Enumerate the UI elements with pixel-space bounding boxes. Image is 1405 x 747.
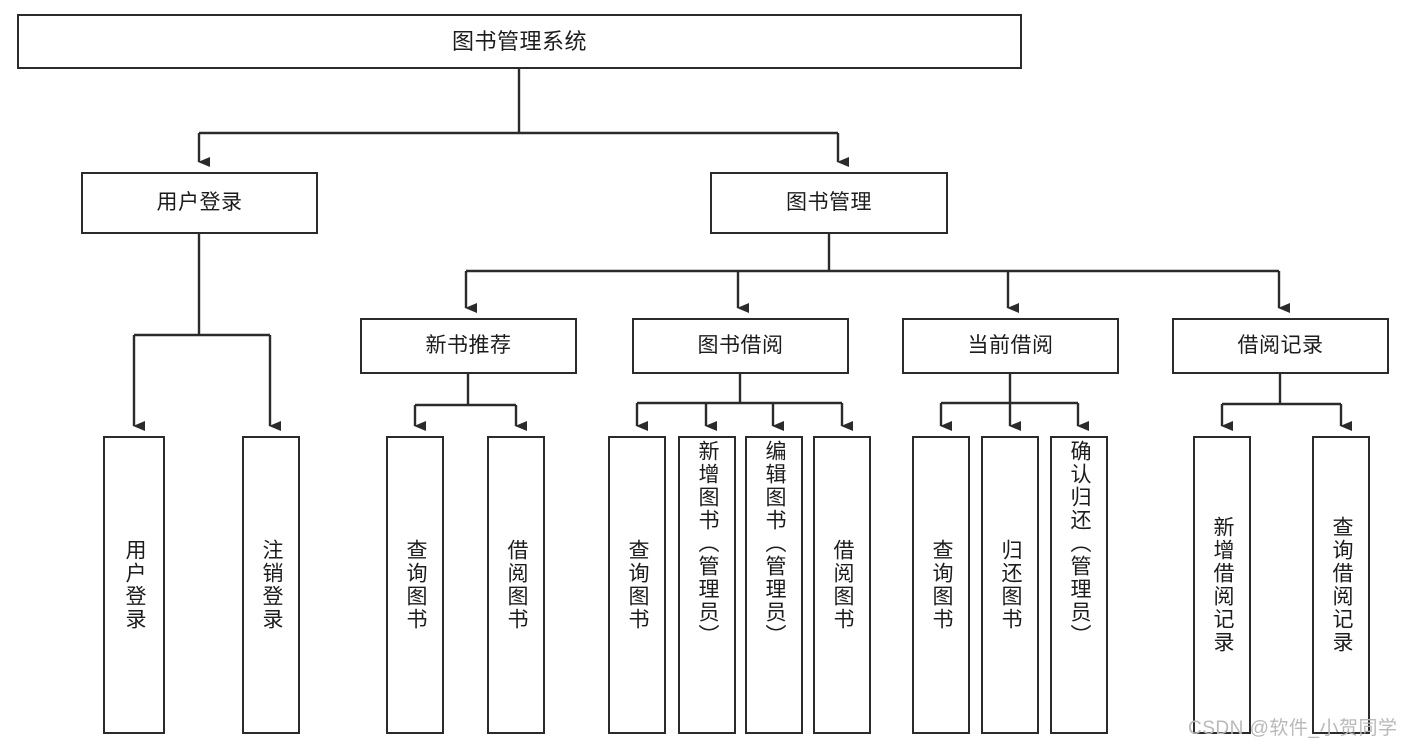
node-new-book-recommend[interactable]: 新书推荐 xyxy=(360,318,577,374)
node-leaf-return-book-label: 归还图书 xyxy=(999,539,1023,631)
node-leaf-query-book-3-label: 查询图书 xyxy=(930,539,954,631)
node-leaf-edit-book[interactable]: 编辑图书（管理员） xyxy=(745,436,803,734)
node-leaf-confirm-return[interactable]: 确认归还（管理员） xyxy=(1050,436,1108,734)
node-leaf-add-book-label: 新增图书（管理员） xyxy=(696,440,720,647)
node-leaf-query-record[interactable]: 查询借阅记录 xyxy=(1312,436,1370,734)
node-leaf-query-book-2-label: 查询图书 xyxy=(626,539,650,631)
node-root[interactable]: 图书管理系统 xyxy=(17,14,1022,69)
node-leaf-borrow-book-1[interactable]: 借阅图书 xyxy=(487,436,545,734)
node-leaf-borrow-book-2-label: 借阅图书 xyxy=(831,539,855,631)
node-leaf-borrow-book-1-label: 借阅图书 xyxy=(505,539,529,631)
node-book-manage-label: 图书管理 xyxy=(786,190,872,214)
node-leaf-edit-book-label: 编辑图书（管理员） xyxy=(763,440,787,647)
node-book-manage[interactable]: 图书管理 xyxy=(710,172,948,234)
node-current-borrow[interactable]: 当前借阅 xyxy=(902,318,1119,374)
node-leaf-query-record-label: 查询借阅记录 xyxy=(1330,516,1354,654)
node-new-book-recommend-label: 新书推荐 xyxy=(425,333,512,357)
node-leaf-logout-label: 注销登录 xyxy=(260,539,284,631)
node-leaf-borrow-book-2[interactable]: 借阅图书 xyxy=(813,436,871,734)
node-user-login[interactable]: 用户登录 xyxy=(81,172,318,234)
node-user-login-label: 用户登录 xyxy=(156,190,243,214)
node-leaf-user-login-label: 用户登录 xyxy=(123,539,147,631)
node-book-borrow-label: 图书借阅 xyxy=(697,333,784,357)
node-borrow-record-label: 借阅记录 xyxy=(1237,333,1324,357)
watermark: CSDN @软件_小贺同学 xyxy=(1188,718,1398,739)
node-leaf-add-record[interactable]: 新增借阅记录 xyxy=(1193,436,1251,734)
node-leaf-add-record-label: 新增借阅记录 xyxy=(1211,516,1235,654)
node-leaf-query-book-3[interactable]: 查询图书 xyxy=(912,436,970,734)
node-leaf-add-book[interactable]: 新增图书（管理员） xyxy=(678,436,736,734)
node-book-borrow[interactable]: 图书借阅 xyxy=(632,318,849,374)
node-root-label: 图书管理系统 xyxy=(451,28,587,54)
node-leaf-query-book-1-label: 查询图书 xyxy=(404,539,428,631)
node-leaf-confirm-return-label: 确认归还（管理员） xyxy=(1068,440,1092,647)
node-current-borrow-label: 当前借阅 xyxy=(967,333,1054,357)
node-leaf-user-login[interactable]: 用户登录 xyxy=(103,436,165,734)
node-borrow-record[interactable]: 借阅记录 xyxy=(1172,318,1389,374)
node-leaf-query-book-1[interactable]: 查询图书 xyxy=(386,436,444,734)
node-leaf-return-book[interactable]: 归还图书 xyxy=(981,436,1039,734)
node-leaf-logout[interactable]: 注销登录 xyxy=(242,436,300,734)
node-leaf-query-book-2[interactable]: 查询图书 xyxy=(608,436,666,734)
